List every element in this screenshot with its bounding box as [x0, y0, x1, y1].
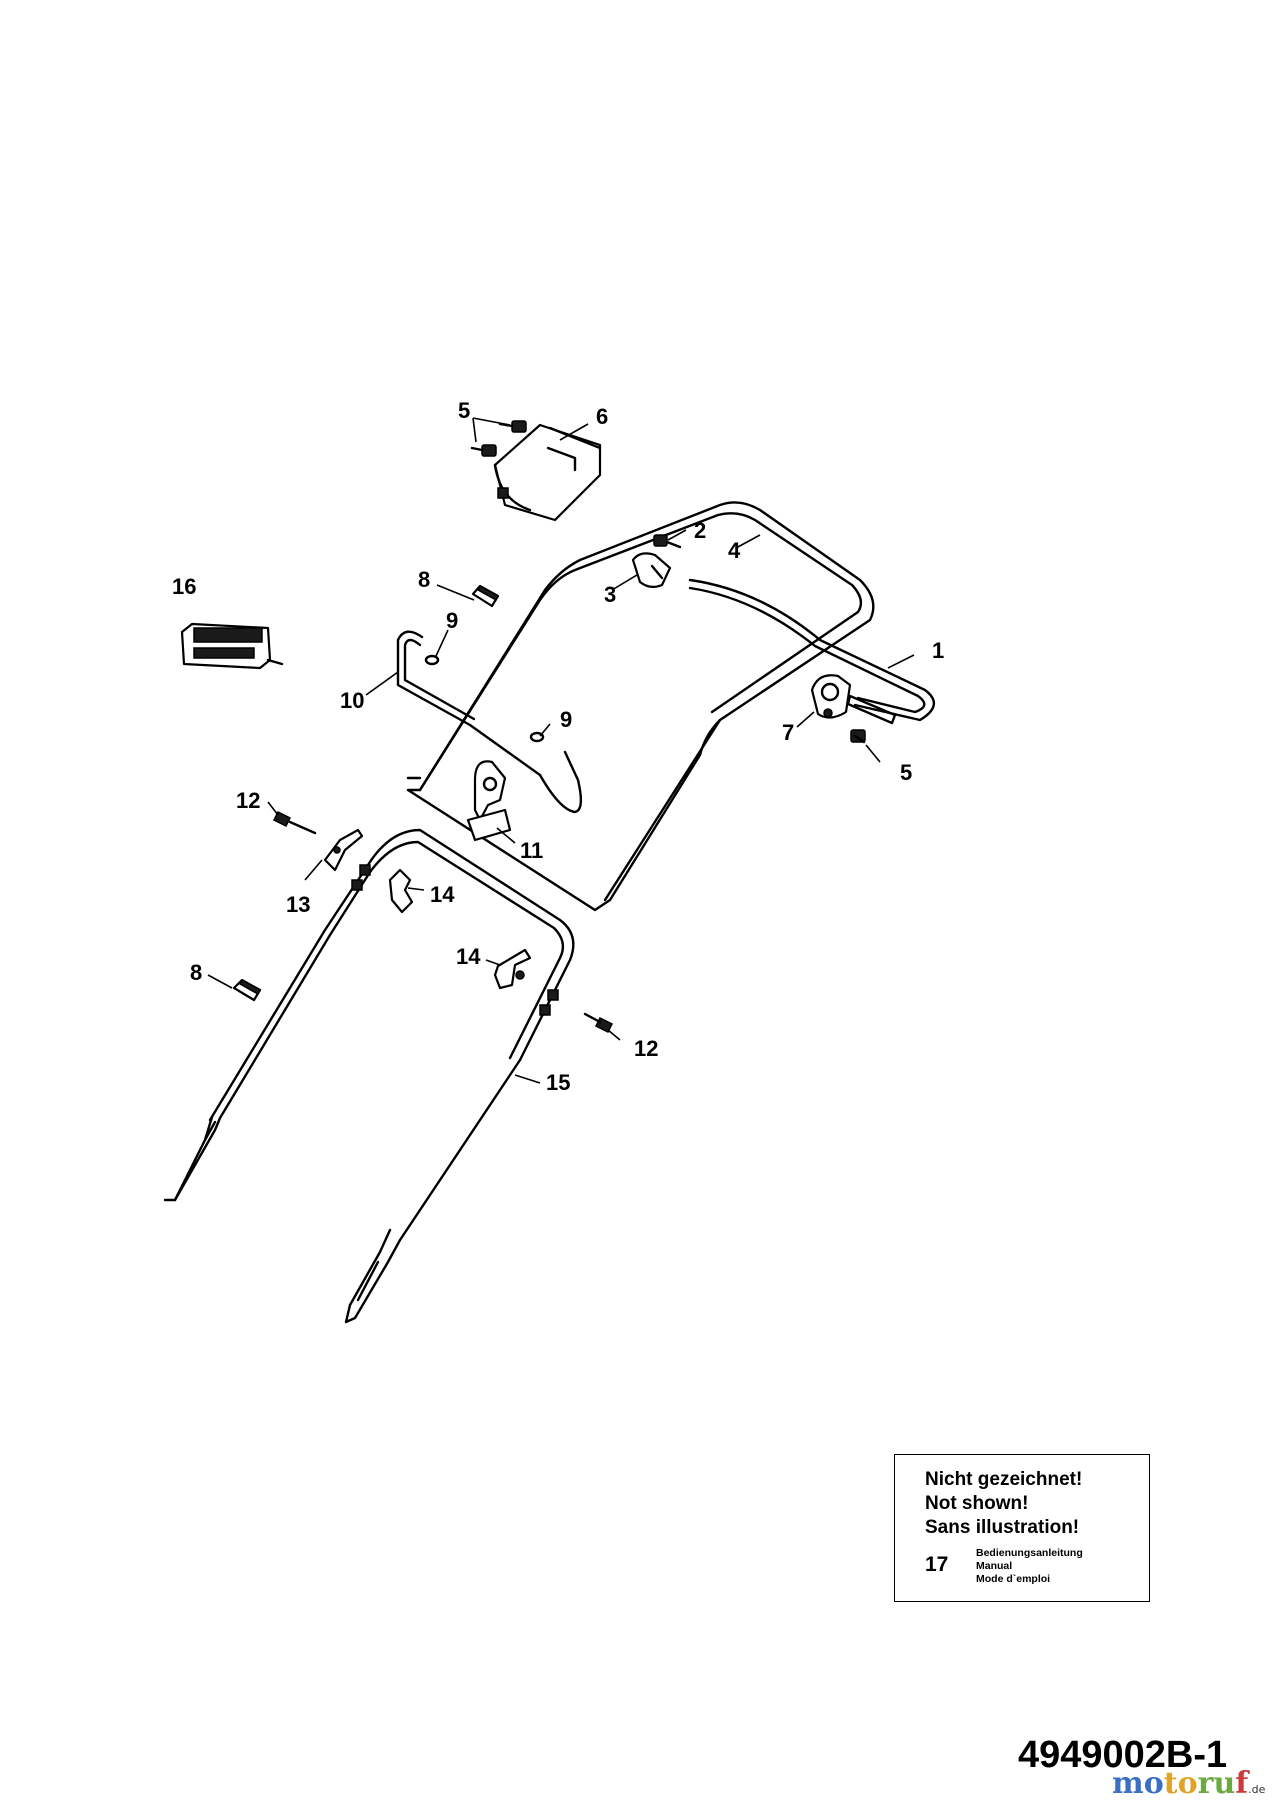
bolt-part-12-upper	[272, 810, 317, 835]
not-shown-item-number: 17	[925, 1553, 949, 1576]
callout-c12b: 12	[634, 1036, 658, 1061]
callout-c9a: 9	[446, 608, 458, 633]
screw-part-2	[653, 534, 682, 549]
callout-c13: 13	[286, 892, 310, 917]
module-part-16	[180, 622, 284, 670]
callout-c5b: 5	[900, 760, 912, 785]
callout-c12a: 12	[236, 788, 260, 813]
not-shown-en: Not shown!	[925, 1493, 1029, 1514]
spacer-part-8-lower	[232, 978, 262, 1002]
bracket-part-13	[323, 828, 364, 872]
knob-part-14-upper	[388, 868, 414, 914]
callout-c14b: 14	[456, 944, 481, 969]
lever-part-11	[466, 760, 512, 842]
washer-part-9-upper	[424, 654, 440, 666]
callout-c1: 1	[932, 638, 944, 663]
callout-c4: 4	[728, 538, 741, 563]
callout-c10: 10	[340, 688, 364, 713]
lower-handle-part-15	[163, 828, 575, 1324]
clamp-part-7	[810, 674, 852, 719]
housing-part-6	[493, 423, 602, 522]
watermark-logo: motoruf.de	[1112, 1766, 1266, 1801]
callout-c2: 2	[694, 518, 706, 543]
screw-part-5-top	[470, 420, 527, 457]
not-shown-item-desc-en: Manual	[976, 1560, 1013, 1572]
callout-c9b: 9	[560, 707, 572, 732]
callout-c8b: 8	[190, 960, 202, 985]
not-shown-legend: Nicht gezeichnet! Not shown! Sans illust…	[894, 1454, 1150, 1602]
drawing-number: 4949002B-1	[1018, 1734, 1228, 1776]
clip-part-3	[631, 552, 672, 589]
callout-c5a: 5	[458, 398, 470, 423]
not-shown-item-desc-fr: Mode d`emploi	[976, 1573, 1051, 1585]
washer-part-9-lower	[529, 731, 545, 743]
callout-c3: 3	[604, 582, 616, 607]
callout-c6: 6	[596, 404, 608, 429]
upper-handle-part-4	[406, 501, 875, 912]
callout-c16: 16	[172, 574, 196, 599]
callout-c8a: 8	[418, 567, 430, 592]
callout-c7: 7	[782, 720, 794, 745]
screw-part-5-bottom	[850, 729, 866, 744]
spacer-part-8-upper	[471, 584, 500, 608]
not-shown-de: Nicht gezeichnet!	[925, 1469, 1083, 1490]
callout-c11: 11	[520, 838, 543, 863]
not-shown-fr: Sans illustration!	[925, 1517, 1080, 1538]
not-shown-item-desc-de: Bedienungsanleitung	[976, 1547, 1083, 1559]
bail-part-10	[396, 630, 583, 814]
bolt-part-12-lower	[583, 1012, 614, 1034]
callout-c15: 15	[546, 1070, 570, 1095]
knob-part-14-lower	[493, 948, 532, 990]
callout-c14a: 14	[430, 882, 455, 907]
leader-lines	[207, 417, 915, 1084]
